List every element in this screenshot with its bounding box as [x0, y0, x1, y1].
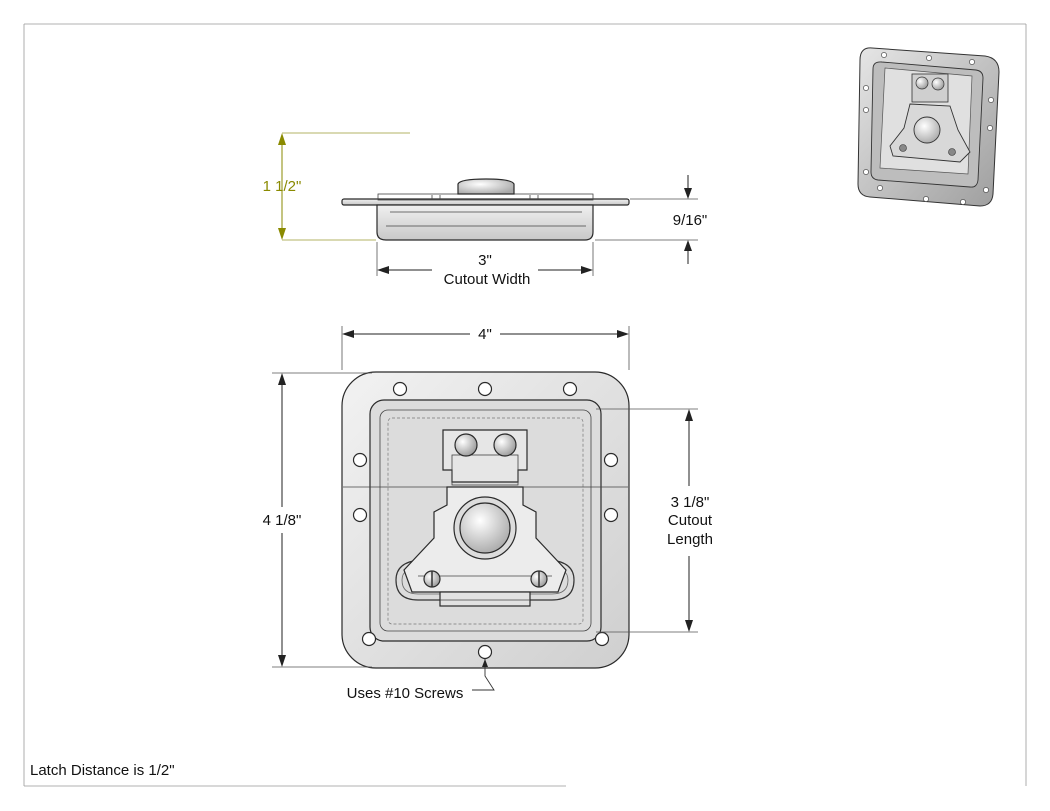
- latch-catch: [439, 591, 531, 607]
- mounting-hole: [352, 452, 368, 468]
- cutout-width-label: Cutout Width: [444, 271, 531, 288]
- cutout-width-dimension: 3" Cutout Width: [376, 242, 594, 288]
- latch-distance-note: Latch Distance is 1/2": [30, 762, 175, 779]
- latch-bracket: [442, 429, 528, 483]
- sheet-border: [23, 23, 1027, 787]
- front-pan: [379, 409, 592, 632]
- side-pan: [376, 204, 594, 241]
- overall-length-label: 4 1/8": [263, 512, 302, 529]
- overall-width-label: 4": [478, 326, 492, 343]
- mounting-hole: [562, 381, 578, 397]
- side-knob: [457, 178, 515, 195]
- height-label: 1 1/2": [263, 178, 302, 195]
- overall-length-dimension: 4 1/8": [263, 372, 372, 668]
- latch-knob: [459, 502, 511, 554]
- depth-dimension: 9/16": [595, 175, 707, 264]
- mounting-hole: [594, 631, 610, 647]
- cutout-length-label-1: Cutout: [668, 512, 713, 529]
- isometric-view: [857, 47, 1000, 207]
- screw-callout: Uses #10 Screws: [347, 659, 495, 702]
- screw-note: Uses #10 Screws: [347, 685, 464, 702]
- hinge-ball-right: [493, 433, 517, 457]
- mounting-hole: [603, 507, 619, 523]
- mounting-hole: [603, 452, 619, 468]
- mounting-hole: [477, 644, 493, 660]
- cutout-length-dimension: 3 1/8" Cutout Length: [596, 408, 713, 633]
- side-view: [341, 178, 630, 241]
- cutout-width-value: 3": [478, 252, 492, 269]
- height-dimension: 1 1/2": [263, 132, 410, 241]
- front-view: [341, 371, 630, 669]
- hinge-ball-left: [454, 433, 478, 457]
- mounting-hole: [477, 381, 493, 397]
- mounting-hole: [392, 381, 408, 397]
- cutout-length-value: 3 1/8": [671, 494, 710, 511]
- depth-label: 9/16": [673, 212, 708, 229]
- mounting-holes: [352, 381, 619, 660]
- mounting-hole: [361, 631, 377, 647]
- overall-width-dimension: 4": [341, 326, 630, 370]
- mounting-hole: [352, 507, 368, 523]
- cutout-length-label-2: Length: [667, 531, 713, 548]
